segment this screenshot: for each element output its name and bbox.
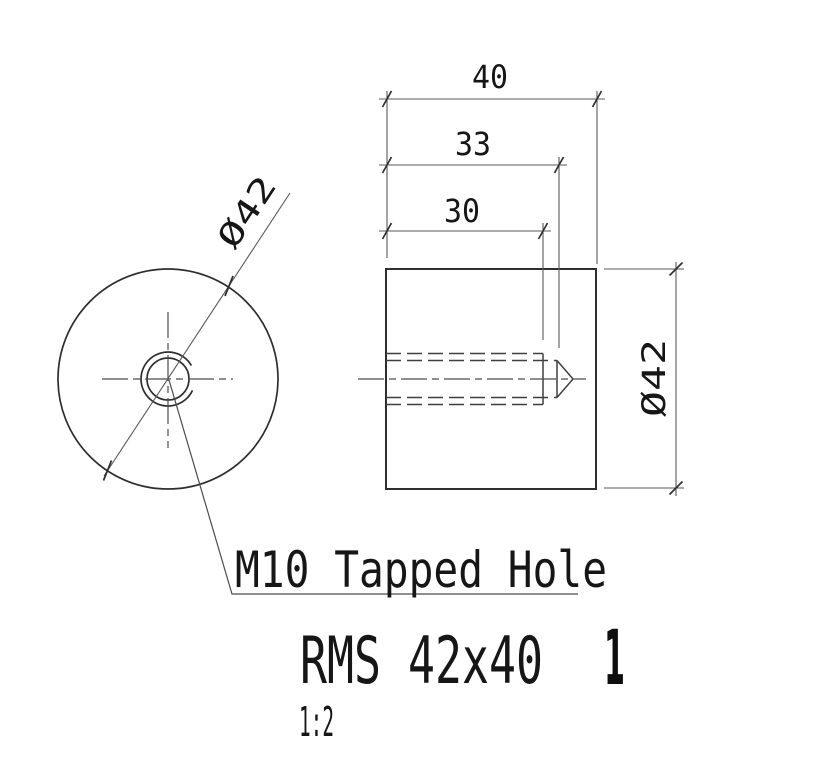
dimension-tick <box>591 90 603 108</box>
dimension-tick <box>668 261 684 277</box>
tapped-hole-note: M10 Tapped Hole <box>168 379 607 599</box>
dimension-tick <box>224 275 234 297</box>
dimension-tick <box>381 222 393 240</box>
dimension-line <box>103 192 291 477</box>
part-title: RMS 42x40 <box>300 624 543 699</box>
note-label: M10 Tapped Hole <box>235 541 607 599</box>
side-diameter-dimension: Ø42 <box>604 261 684 496</box>
dimension-tick <box>102 460 113 481</box>
quantity-label: 1 <box>604 613 625 702</box>
front-diameter-dimension: Ø42 <box>102 169 291 481</box>
scale-label: 1:2 <box>299 698 334 746</box>
front-outer-circle <box>57 268 279 490</box>
drill-depth-dimension-33: 33 <box>379 125 567 348</box>
dimension-tick <box>553 156 565 174</box>
dimension-tick <box>537 222 549 240</box>
front-thread-arc <box>140 351 194 407</box>
length-label: 40 <box>472 58 508 96</box>
title-block: RMS 42x40 1 1:2 <box>299 613 625 746</box>
length-dimension-40: 40 <box>379 58 605 264</box>
thread-depth-label: 30 <box>444 192 480 230</box>
drill-point-lower <box>556 378 574 398</box>
dimension-tick <box>381 90 393 108</box>
thread-depth-dimension-30: 30 <box>379 192 551 340</box>
front-view: Ø42 <box>57 169 291 490</box>
dimension-tick <box>381 156 393 174</box>
drill-point-upper <box>556 360 574 380</box>
side-view: 40 33 30 Ø42 <box>358 58 684 496</box>
side-outline <box>385 268 597 490</box>
drill-depth-label: 33 <box>455 125 491 163</box>
dimension-tick <box>668 480 684 496</box>
front-diameter-label: Ø42 <box>209 169 284 255</box>
side-diameter-label: Ø42 <box>635 339 673 417</box>
leader-line <box>168 379 578 595</box>
